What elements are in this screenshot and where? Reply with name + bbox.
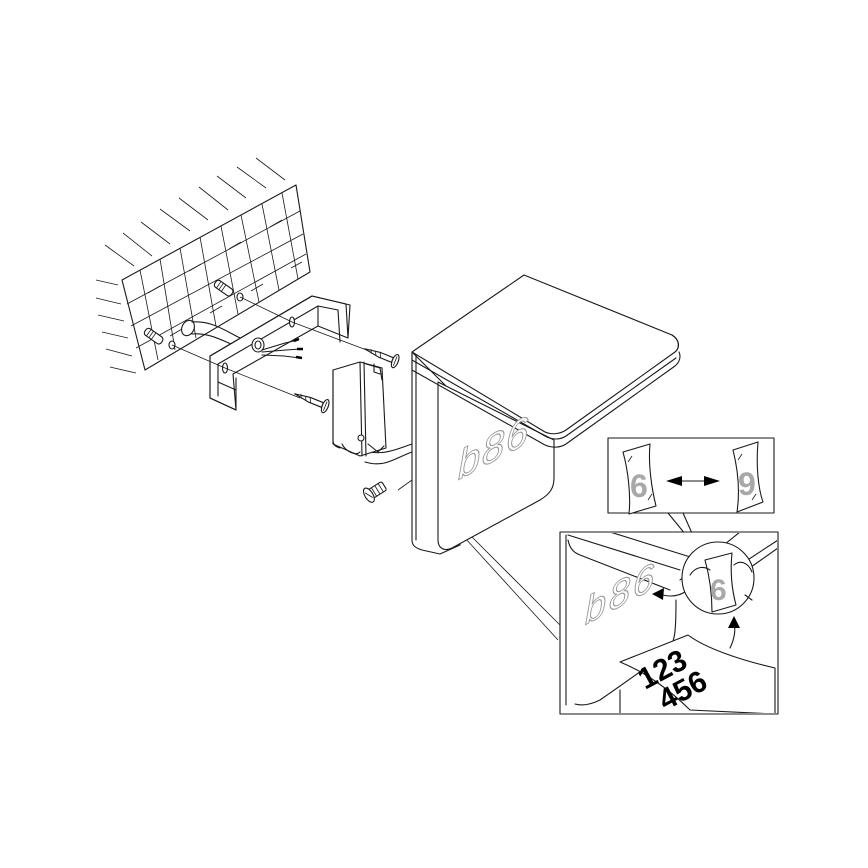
alignment-lines — [171, 296, 561, 641]
wall-plug-lower — [143, 327, 176, 350]
digit-8: 8 — [482, 420, 504, 477]
sticker-digit-9: 9 — [738, 466, 756, 502]
screw-upper — [364, 348, 400, 369]
inset-digit-flip: 6 9 — [607, 437, 775, 541]
junction-box — [332, 361, 413, 465]
inset-sticker-apply: b 8 6 6 123 456 — [559, 531, 779, 715]
set-screw — [362, 481, 387, 503]
sticker-digit-6: 6 — [630, 468, 648, 504]
inset-digit-8: 8 — [609, 566, 631, 621]
magnified-sticker-digit: 6 — [710, 574, 727, 607]
wall-hatch-lines — [95, 157, 286, 374]
screw-lower — [294, 393, 330, 414]
wall-plug-upper — [213, 279, 244, 302]
inset-digit-6: 6 — [633, 553, 655, 608]
lamp-housing — [411, 274, 681, 555]
mounting-bracket — [209, 295, 351, 411]
cable-wires — [261, 337, 303, 360]
digit-6: 6 — [506, 407, 528, 464]
inset-digit-b: b — [585, 579, 606, 633]
double-arrow-icon — [666, 476, 720, 486]
house-number-main: b 8 6 — [458, 406, 529, 490]
digit-b: b — [458, 433, 480, 490]
